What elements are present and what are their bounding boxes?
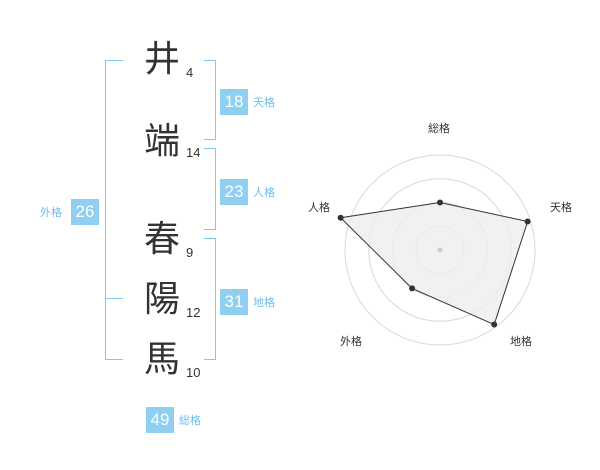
radar-axis-label-tenkaku: 天格 [550,201,572,214]
chikaku-label: 地格 [253,296,275,309]
gaikaku-bracket [105,60,123,360]
radar-point-5 [337,214,344,221]
name-char-4: 陽 [143,279,180,320]
jinkaku-value: 23 [220,179,248,205]
name-char-3: 春 [143,219,180,260]
gaikaku-value: 26 [71,199,99,225]
soukaku-value: 49 [146,407,174,433]
name-char-5: 馬 [143,339,180,380]
radar-axis-label-soukaku: 総格 [428,122,450,135]
gaikaku-bracket-tick [105,298,123,299]
radar-area [339,201,529,326]
radar-center [437,247,443,253]
radar-point-1 [437,199,443,206]
radar-point-2 [524,218,531,225]
stroke-count-2: 14 [186,145,201,160]
radar-axis-label-chikaku: 地格 [510,335,532,348]
tenkaku-label: 天格 [253,96,275,109]
name-char-1: 井 [143,39,180,80]
gaikaku-label: 外格 [40,206,62,219]
name-char-2: 端 [143,121,180,162]
radar-axis-label-gaikaku: 外格 [340,335,362,348]
tenkaku-value: 18 [220,89,248,115]
radar-point-4 [409,285,416,292]
stroke-count-5: 10 [186,365,201,380]
stroke-count-4: 12 [186,305,201,320]
jinkaku-label: 人格 [253,186,275,199]
stroke-count-1: 4 [186,65,194,80]
soukaku-label: 総格 [179,414,201,427]
tenkaku-bracket [204,60,216,140]
radar-grid-ring [344,154,536,346]
chikaku-bracket [204,238,216,360]
chikaku-value: 31 [220,289,248,315]
stroke-count-3: 9 [186,245,194,260]
radar-point-3 [491,321,498,328]
radar-axis-label-jinkaku: 人格 [308,201,330,214]
jinkaku-bracket [204,148,216,230]
